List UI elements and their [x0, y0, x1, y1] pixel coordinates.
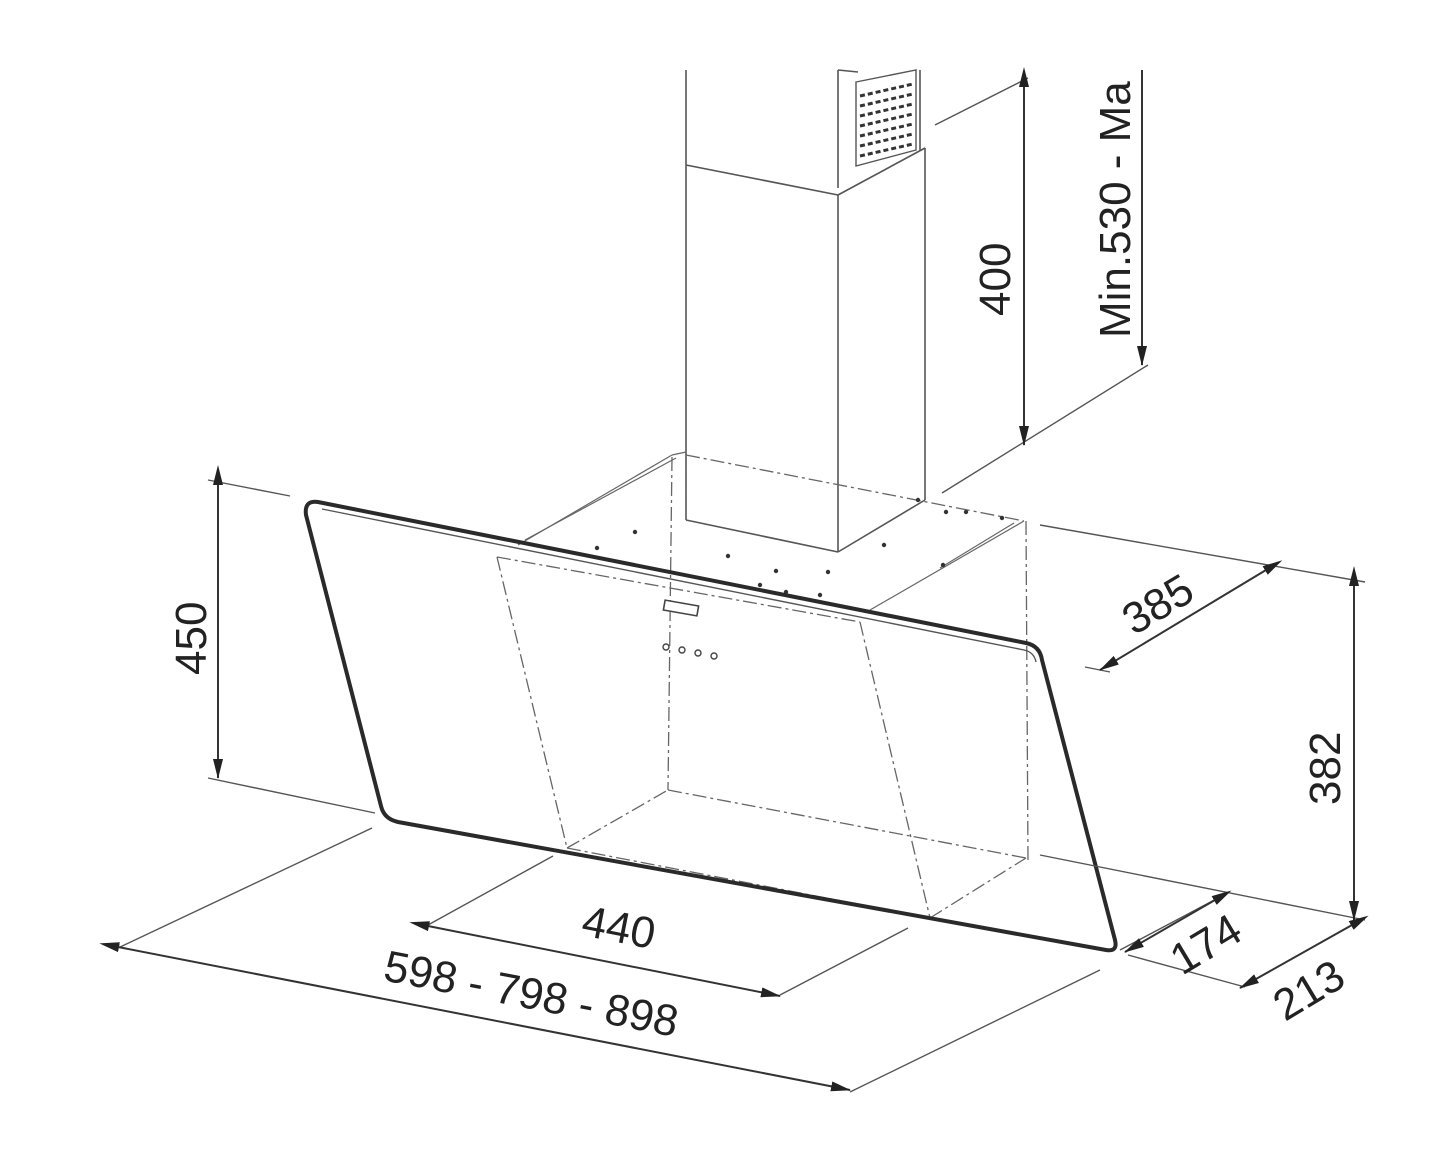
- grille-slot: [859, 142, 914, 158]
- fixing-hole: [757, 582, 763, 588]
- fixing-hole: [725, 553, 731, 559]
- fixing-hole: [594, 545, 600, 551]
- dimension-lines: [99, 67, 1369, 1092]
- dimension-labels: 400 Min.530 - Ma 450 385 382 440 598 - 7…: [167, 81, 1353, 1047]
- label-382: 382: [1301, 732, 1350, 805]
- fixing-hole: [881, 542, 887, 548]
- fixing-hole: [632, 529, 638, 535]
- grille-slot: [859, 92, 914, 108]
- grille-slot: [859, 132, 914, 148]
- label-598-798-898: 598 - 798 - 898: [380, 942, 682, 1047]
- chimney-upper: [685, 69, 926, 500]
- label-450: 450: [167, 602, 216, 675]
- chimney-lower: [685, 165, 926, 553]
- extension-lines: [117, 77, 1366, 1093]
- hood-body-outline: [496, 451, 1029, 919]
- grille-slot: [859, 112, 914, 128]
- control-panel: [662, 599, 718, 660]
- fixing-hole: [999, 515, 1005, 521]
- fixing-hole: [915, 497, 921, 503]
- glass-panel: [303, 499, 1118, 953]
- label-213: 213: [1265, 951, 1353, 1031]
- fixing-hole: [943, 509, 949, 515]
- grille-slot: [859, 102, 914, 118]
- grille-slot: [859, 82, 914, 98]
- fixing-hole: [825, 569, 831, 575]
- label-440: 440: [578, 897, 659, 959]
- label-385: 385: [1114, 565, 1202, 645]
- fixing-hole: [817, 592, 823, 598]
- fixing-hole: [940, 562, 946, 568]
- grille-slot: [859, 122, 914, 138]
- fixing-hole: [963, 509, 969, 515]
- label-174: 174: [1162, 905, 1250, 985]
- fixing-hole: [773, 568, 779, 574]
- fixing-holes: [594, 497, 1005, 598]
- vent-grille: [855, 69, 917, 167]
- label-400: 400: [971, 243, 1020, 316]
- label-min-530: Min.530 - Ma: [1091, 81, 1140, 338]
